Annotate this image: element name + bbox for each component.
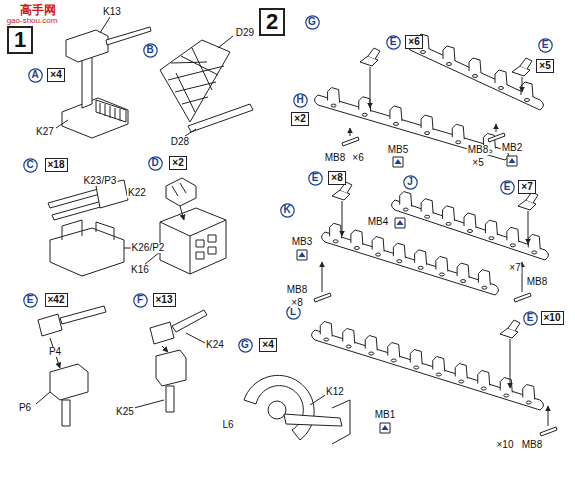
node-text: C xyxy=(26,160,33,170)
part-label: MB5 xyxy=(387,145,410,155)
part-letter-circle: E xyxy=(523,311,538,326)
watermark: 高手网 xyxy=(19,4,57,16)
node-text: A xyxy=(31,70,38,80)
part-label: D28 xyxy=(170,137,190,147)
part-label: P4 xyxy=(48,347,62,357)
node-text: E xyxy=(542,40,549,50)
part-letter-circle: A xyxy=(28,68,43,83)
quantity-box: ×2 xyxy=(291,112,309,126)
node-text: ×5 xyxy=(539,61,550,71)
node-text: H xyxy=(296,95,303,105)
part-letter-circle: B xyxy=(143,43,158,58)
node-text: G xyxy=(241,340,249,350)
node-text: E xyxy=(27,295,34,305)
part-letter-circle: C xyxy=(23,158,38,173)
part-letter-circle: D xyxy=(148,156,163,171)
part-label: K13 xyxy=(102,7,122,17)
node-text: ×10 xyxy=(544,313,561,323)
part-label: MB4 xyxy=(367,217,390,227)
quantity-box: ×42 xyxy=(45,293,68,307)
node-text: B xyxy=(146,45,153,55)
quantity-box: ×4 xyxy=(47,68,65,82)
part-label: K12 xyxy=(325,387,345,397)
node-text: ×4 xyxy=(50,70,61,80)
part-letter-circle: G xyxy=(305,15,320,30)
part-letter-circle: E xyxy=(386,35,401,50)
part-label: ×10 xyxy=(496,440,515,450)
part-label: MB3 xyxy=(291,237,314,247)
node-text: E xyxy=(504,182,511,192)
node-text: L xyxy=(290,307,296,317)
node-text: ×42 xyxy=(48,295,65,305)
part-label: K23/P3 xyxy=(83,176,118,186)
part-label: K24 xyxy=(205,340,225,350)
node-text: G xyxy=(308,17,316,27)
node-text: ×2 xyxy=(294,114,305,124)
part-label: K25 xyxy=(115,407,135,417)
part-label: ×8 xyxy=(290,298,303,308)
quantity-box: ×2 xyxy=(169,156,187,170)
node-text: ×4 xyxy=(262,340,273,350)
part-label: ×6 xyxy=(351,153,364,163)
part-label: MB8 xyxy=(324,153,347,163)
node-text: J xyxy=(407,177,413,187)
quantity-box: ×7 xyxy=(518,180,536,194)
part-label: ×7 xyxy=(508,263,521,273)
node-text: E xyxy=(527,313,534,323)
step-number-box: 1 xyxy=(7,26,33,54)
quantity-box: ×5 xyxy=(536,59,554,73)
part-label: K26/P2 xyxy=(131,243,166,253)
part-letter-circle: J xyxy=(403,175,418,190)
part-label: P6 xyxy=(18,403,32,413)
part-letter-circle: E xyxy=(500,180,515,195)
node-text: 1 xyxy=(14,29,26,51)
node-text: D xyxy=(151,158,158,168)
track-rails xyxy=(297,34,557,436)
part-label: K27 xyxy=(35,127,55,137)
part-letter-circle: G xyxy=(238,338,253,353)
node-text: F xyxy=(137,295,143,305)
quantity-box: ×18 xyxy=(45,158,68,172)
node-text: 2 xyxy=(266,11,278,33)
node-text: ×6 xyxy=(408,37,419,47)
part-letter-circle: K xyxy=(280,203,295,218)
quantity-box: ×13 xyxy=(153,293,176,307)
node-text: E xyxy=(312,173,319,183)
quantity-box: ×6 xyxy=(405,35,423,49)
part-label: MB8 xyxy=(286,285,309,295)
node-text: K xyxy=(283,205,290,215)
part-label: ×5 xyxy=(471,158,484,168)
quantity-box: ×10 xyxy=(541,311,564,325)
step-number-box: 2 xyxy=(259,8,285,36)
node-text: ×8 xyxy=(331,173,342,183)
part-letter-circle: H xyxy=(293,93,308,108)
node-text: ×7 xyxy=(521,182,532,192)
node-text: E xyxy=(390,37,397,47)
part-label: MB8 xyxy=(521,440,544,450)
part-letter-circle: E xyxy=(23,293,38,308)
node-text: ×18 xyxy=(48,160,65,170)
node-text: ×2 xyxy=(172,158,183,168)
node-text: ×13 xyxy=(156,295,173,305)
part-label: MB8 xyxy=(526,277,549,287)
part-letter-circle: F xyxy=(133,293,148,308)
part-label: L6 xyxy=(221,420,234,430)
part-label: MB2 xyxy=(501,143,524,153)
part-label: D29 xyxy=(235,28,255,38)
watermark: gao-shou.com xyxy=(6,17,59,25)
quantity-box: ×4 xyxy=(259,338,277,352)
part-letter-circle: E xyxy=(538,38,553,53)
part-label: K22 xyxy=(127,188,147,198)
quantity-box: ×8 xyxy=(328,171,346,185)
part-label: MB8 xyxy=(467,145,490,155)
part-label: K16 xyxy=(130,265,150,275)
part-letter-circle: E xyxy=(308,171,323,186)
part-label: MB1 xyxy=(374,410,397,420)
